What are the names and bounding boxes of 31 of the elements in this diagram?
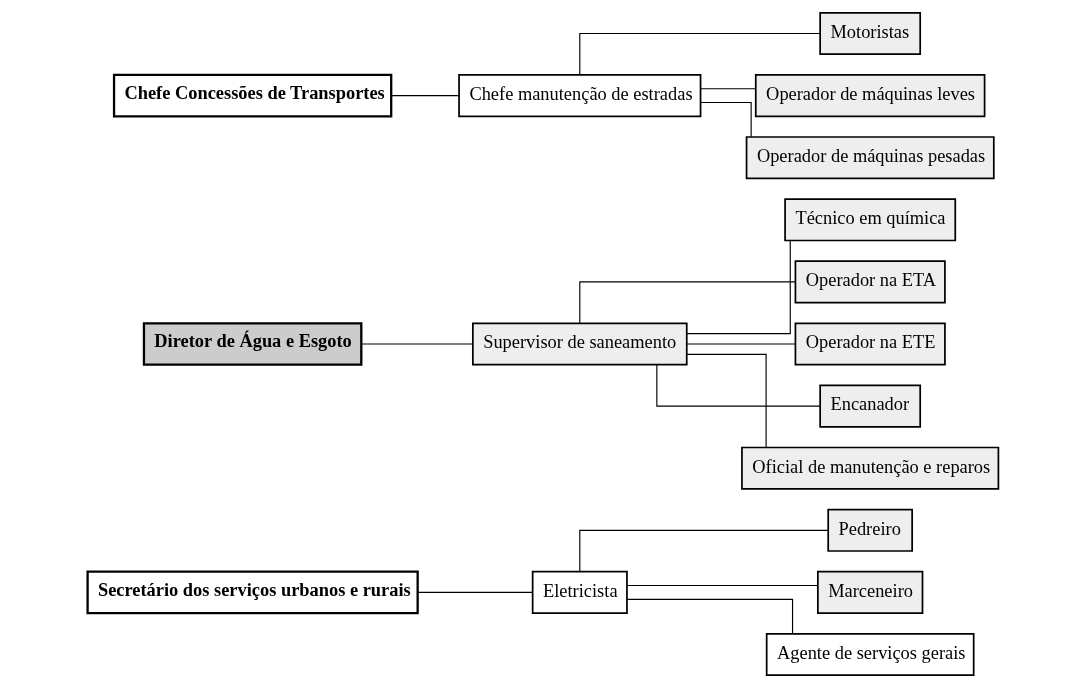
connector <box>686 343 796 345</box>
connector <box>656 364 821 407</box>
node-box: Operador de máquinas leves <box>754 74 986 118</box>
node-box: Eletricista <box>531 570 628 614</box>
node-box: Chefe manutenção de estradas <box>458 74 702 118</box>
node-box: Operador na ETE <box>794 322 946 366</box>
connector <box>579 281 796 324</box>
node-box: Pedreiro <box>827 508 913 552</box>
connector <box>361 343 474 345</box>
node-box: Secretário dos serviços urbanos e rurais <box>86 570 419 615</box>
node-box: Técnico em química <box>784 198 957 242</box>
connector <box>626 584 819 587</box>
node-box: Motoristas <box>819 11 922 56</box>
node-box: Supervisor de saneamento <box>472 322 688 366</box>
connector <box>700 101 752 138</box>
node-box: Operador na ETA <box>794 260 946 304</box>
node-box: Diretor de Água e Esgoto <box>142 322 363 366</box>
node-box: Operador de máquinas pesadas <box>745 136 995 180</box>
connector <box>579 529 829 572</box>
node-box: Chefe Concessões de Transportes <box>112 73 393 118</box>
connector <box>579 32 821 76</box>
connector <box>700 88 756 90</box>
node-box: Oficial de manutenção e reparos <box>741 446 1000 490</box>
node-box: Agente de serviços gerais <box>765 632 975 677</box>
node-box: Encanador <box>819 384 922 428</box>
connector <box>686 240 791 335</box>
connector <box>390 95 460 97</box>
connector <box>626 598 794 635</box>
connector <box>686 353 767 448</box>
connector <box>417 591 533 593</box>
node-box: Marceneiro <box>817 570 924 614</box>
